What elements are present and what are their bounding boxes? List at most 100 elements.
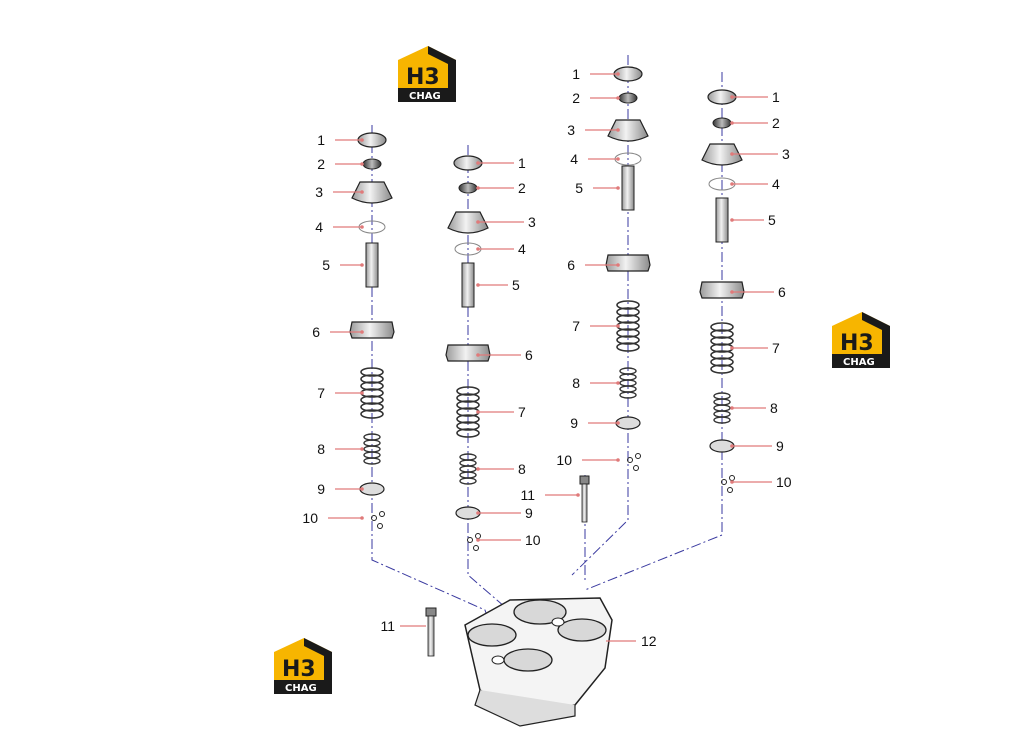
ball-part	[635, 453, 641, 459]
leader-dot	[476, 410, 480, 414]
spring-coil-small	[713, 416, 731, 424]
part-number-label: 1	[772, 89, 780, 105]
ball-part	[729, 475, 735, 481]
part-number-label: 2	[317, 156, 325, 172]
plunger-part	[461, 262, 475, 308]
cap-part	[701, 143, 743, 166]
part-number-label: 6	[525, 347, 533, 363]
part-number-label: 10	[776, 474, 792, 490]
spring-seat-part	[605, 254, 651, 272]
spring-coil	[616, 314, 640, 324]
spring-coil	[456, 414, 480, 424]
part-number-label: 2	[572, 90, 580, 106]
part-labels: 1234567891012345678910123456789101112345…	[302, 66, 791, 649]
leader-dot	[360, 487, 364, 491]
spring-coil	[710, 336, 734, 346]
spring-coil	[710, 322, 734, 332]
leader-dot	[730, 444, 734, 448]
spring-coil	[616, 307, 640, 317]
part-number-label: 2	[772, 115, 780, 131]
spring-coil	[456, 421, 480, 431]
cap-part	[447, 211, 489, 234]
leader-dot	[476, 161, 480, 165]
leader-dot	[616, 186, 620, 190]
plunger-part	[715, 197, 729, 243]
spring-coil	[616, 300, 640, 310]
spring-coil	[360, 395, 384, 405]
valve-column-2	[445, 155, 491, 551]
spring-coil	[616, 342, 640, 352]
part-number-label: 4	[315, 219, 323, 235]
leader-dot	[476, 467, 480, 471]
leader-dot	[616, 96, 620, 100]
leader-dot	[616, 421, 620, 425]
ball-part	[627, 457, 633, 463]
spring-coil	[710, 329, 734, 339]
spring-coil	[616, 335, 640, 345]
valve-column-4	[699, 89, 745, 493]
logo-sub-text: CHAG	[285, 683, 317, 694]
leader-dot	[360, 263, 364, 267]
leader-dot	[616, 72, 620, 76]
part-number-label: 4	[518, 241, 526, 257]
plunger-part	[365, 242, 379, 288]
part-number-label: 4	[570, 151, 578, 167]
part-number-label: 3	[315, 184, 323, 200]
part-number-label: 8	[572, 375, 580, 391]
part-number-label: 5	[512, 277, 520, 293]
part-number-label: 9	[570, 415, 578, 431]
spring-coil	[360, 367, 384, 377]
leader-dot	[476, 283, 480, 287]
spring-coil	[710, 350, 734, 360]
logo-bottom: H3 CHAG	[274, 638, 332, 694]
part-number-label: 8	[518, 461, 526, 477]
leader-dot	[476, 511, 480, 515]
part-number-label: 6	[567, 257, 575, 273]
logo-sub-text: CHAG	[409, 91, 441, 102]
bolt-label: 11	[380, 618, 395, 634]
part-number-label: 4	[772, 176, 780, 192]
part-number-label: 11	[520, 487, 535, 503]
leader-dot	[730, 346, 734, 350]
leader-dot	[730, 152, 734, 156]
cap-part	[351, 181, 393, 204]
spring-coil	[456, 393, 480, 403]
ball-part	[633, 465, 639, 471]
spring-seat-part	[349, 321, 395, 339]
logo-top: H3 CHAG	[398, 46, 456, 102]
spring-coil	[616, 328, 640, 338]
leader-dot	[576, 493, 580, 497]
ball-part	[379, 511, 385, 517]
part-number-label: 3	[567, 122, 575, 138]
spring-seat-part	[445, 344, 491, 362]
leader-dot	[730, 218, 734, 222]
spring-coil	[710, 364, 734, 374]
leader-dot	[730, 480, 734, 484]
part-number-label: 6	[778, 284, 786, 300]
ball-part	[377, 523, 383, 529]
part-number-label: 2	[518, 180, 526, 196]
valve-columns	[349, 66, 745, 551]
leader-dot	[730, 290, 734, 294]
spring-coil	[710, 357, 734, 367]
o-ring-part	[458, 182, 478, 194]
spring-coil	[360, 409, 384, 419]
leader-dot	[360, 516, 364, 520]
part-number-label: 1	[317, 132, 325, 148]
part-number-label: 7	[572, 318, 580, 334]
housing-label: 12	[641, 633, 657, 649]
part-number-label: 8	[770, 400, 778, 416]
spring-coil	[360, 402, 384, 412]
leader-dot	[476, 538, 480, 542]
leader-dot	[360, 391, 364, 395]
part-number-label: 7	[317, 385, 325, 401]
spring-coil	[456, 400, 480, 410]
leader-dot	[476, 220, 480, 224]
logo-main-text: H3	[282, 657, 316, 682]
leader-dot	[360, 138, 364, 142]
